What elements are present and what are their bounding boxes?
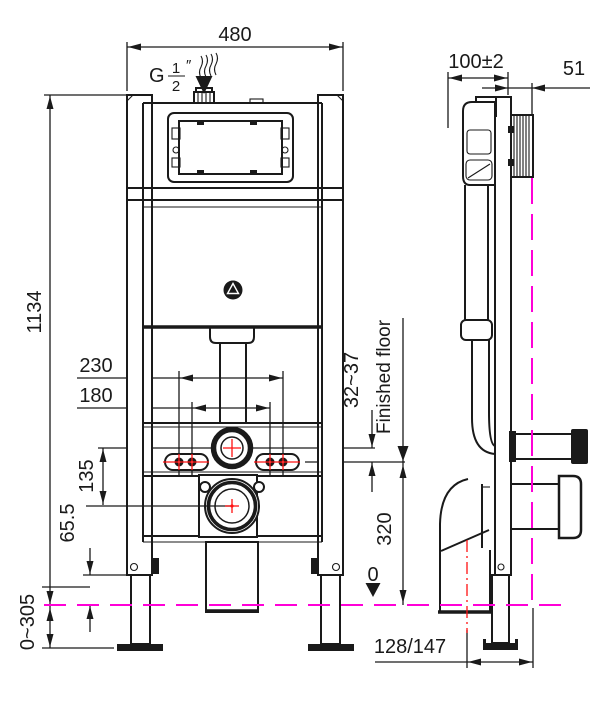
dim-floor-band: 32~37 xyxy=(341,352,363,408)
dim-sleeve-length: 51 xyxy=(563,58,585,80)
side-rail xyxy=(494,96,512,576)
threaded-access-sleeve xyxy=(508,114,534,178)
wall-anchor-rod xyxy=(509,429,588,464)
datum-zero-label: 0 xyxy=(367,564,378,586)
dim-frame-width: 480 xyxy=(218,24,251,46)
cistern-profile xyxy=(462,101,496,186)
drain-elbow xyxy=(438,478,492,614)
dim-outlet-drop: 135 xyxy=(76,459,98,492)
dim-bolts-outer: 230 xyxy=(79,355,112,377)
inlet-fraction-denominator: 2 xyxy=(172,78,180,95)
adjustable-feet xyxy=(117,558,354,651)
front-view-frame xyxy=(86,52,354,651)
finished-floor-label: Finished floor xyxy=(374,319,395,434)
dim-floor-range: 0~305 xyxy=(17,594,39,650)
dim-drain-offset: 128/147 xyxy=(374,636,446,658)
red-center-marks xyxy=(163,439,300,513)
inlet-fraction-numerator: 1 xyxy=(172,60,180,77)
left-rail xyxy=(126,94,153,576)
brand-logo xyxy=(223,280,243,300)
dim-rail-to-floor: 65.5 xyxy=(57,504,79,543)
side-view-frame xyxy=(438,96,588,650)
dim-frame-height: 1134 xyxy=(24,290,46,333)
water-flow-squiggle-icon xyxy=(198,52,219,79)
dim-frame-depth: 100±2 xyxy=(448,51,503,73)
inlet-g: G xyxy=(149,65,165,87)
inlet-prime-mark: ″ xyxy=(186,57,192,74)
flush-bend xyxy=(209,327,255,344)
floor-datum-triangle xyxy=(365,583,381,597)
inlet-arrow-icon xyxy=(195,76,213,94)
drain-connector-sleeve xyxy=(510,474,583,540)
dim-drain-height: 320 xyxy=(374,512,396,545)
flush-plate-opening xyxy=(167,112,294,183)
pipe-coupling xyxy=(460,319,493,341)
side-dimension-lines xyxy=(365,72,590,668)
side-foot xyxy=(483,563,518,650)
drain-pipe xyxy=(205,541,259,613)
front-dimension-lines xyxy=(42,42,409,649)
dim-bolts-inner: 180 xyxy=(79,385,112,407)
inlet-thread-label: G 1 2 ″ xyxy=(149,57,192,95)
dimension-labels: 480 G 1 2 ″ 1134 230 180 135 65.5 0~305 … xyxy=(17,24,585,658)
